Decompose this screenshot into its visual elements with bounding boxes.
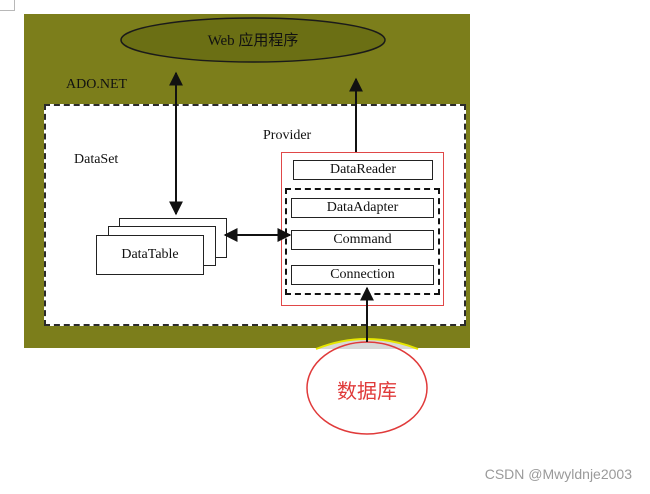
database-label: 数据库 — [337, 378, 397, 403]
dataset-label: DataSet — [74, 152, 119, 167]
dataadapter-box: DataAdapter — [291, 198, 434, 218]
connection-box: Connection — [291, 265, 434, 285]
web-app-label: Web 应用程序 — [208, 31, 299, 49]
datatable-box: DataTable — [96, 235, 204, 275]
ado-net-label: ADO.NET — [66, 77, 128, 92]
provider-label: Provider — [263, 128, 312, 143]
command-box: Command — [291, 230, 434, 250]
web-app-ellipse — [120, 17, 386, 63]
watermark: CSDN @Mwyldnje2003 — [484, 466, 632, 482]
corner-frame — [0, 0, 15, 11]
datareader-box: DataReader — [293, 160, 433, 180]
